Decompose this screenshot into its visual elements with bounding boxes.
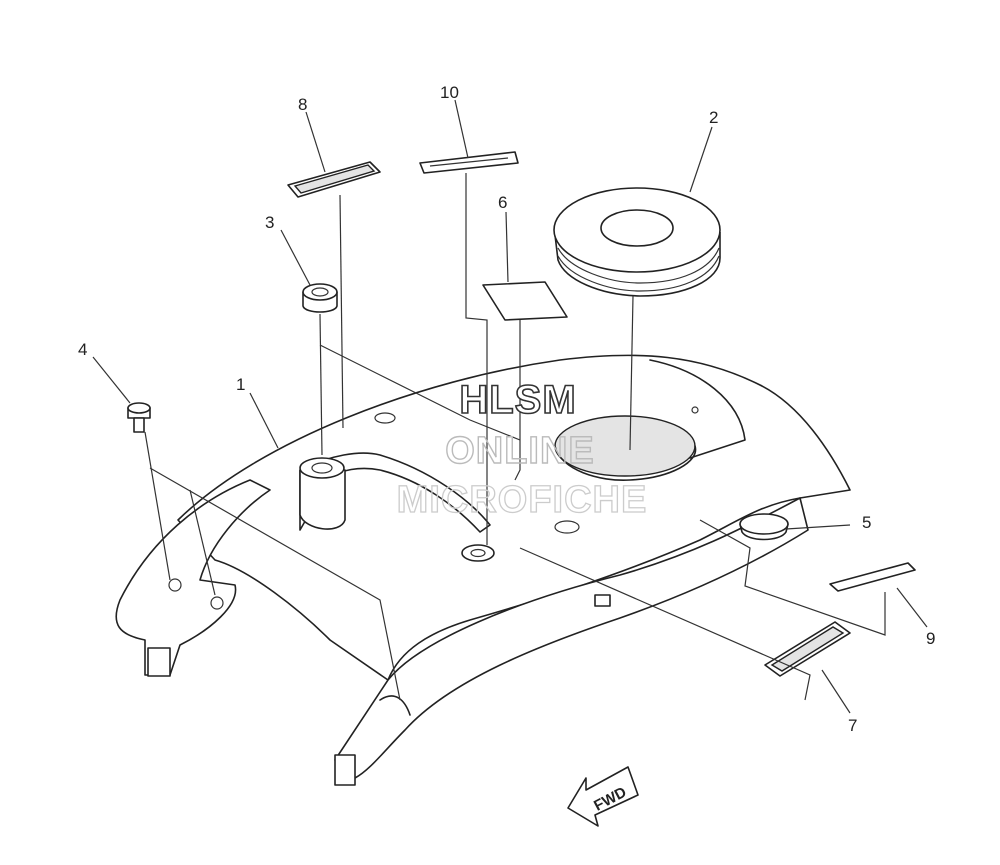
callout-2: 2 [709,108,718,127]
callout-4: 4 [78,340,87,359]
label-10-part [419,151,519,174]
callout-7: 7 [848,716,857,735]
assembly-lines [92,99,928,714]
callout-3: 3 [265,213,274,232]
callout-1: 1 [236,375,245,394]
watermark: HLSM ONLINE MICROFICHE [396,377,648,521]
seal-ring-part [553,187,721,297]
label-6-part [482,281,568,321]
grommet-part [302,283,338,313]
watermark-line-3: MICROFICHE [397,479,648,521]
callout-labels: 1 2 3 4 5 6 7 8 9 10 [78,83,935,735]
fwd-direction-arrow: FWD [567,766,639,827]
callout-9: 9 [926,629,935,648]
callout-10: 10 [440,83,459,102]
cap-part [739,513,789,541]
watermark-line-2: ONLINE [445,430,595,472]
reflector-7-part [764,621,851,677]
callout-6: 6 [498,193,507,212]
rear-fender-part [115,354,851,786]
label-9-part [829,562,916,592]
watermark-line-1: HLSM [459,378,576,422]
callout-8: 8 [298,95,307,114]
reflector-8-part [287,161,381,198]
bolt-part [127,402,151,433]
callout-5: 5 [862,513,871,532]
